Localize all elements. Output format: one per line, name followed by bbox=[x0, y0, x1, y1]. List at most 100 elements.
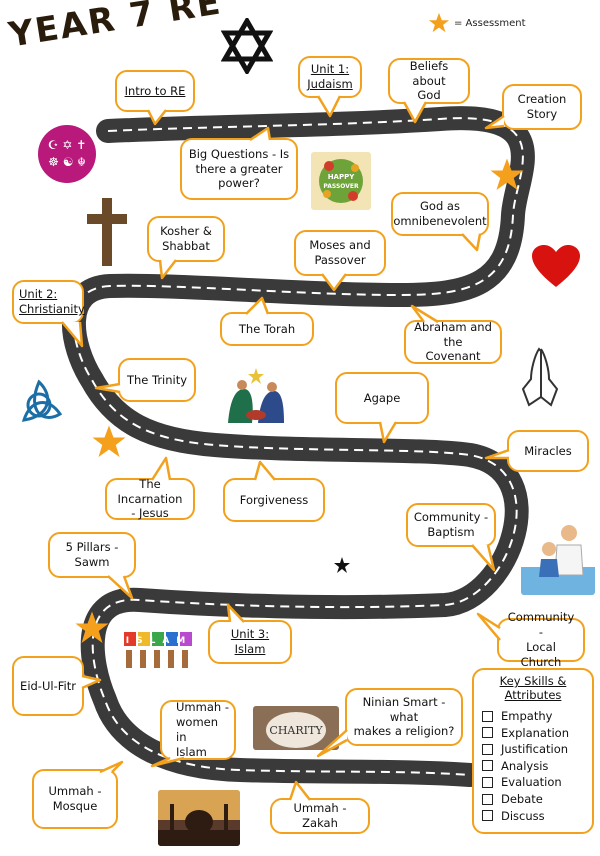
topic-label: Big Questions - Is there a greater power… bbox=[188, 146, 290, 191]
key-skill-label: Justification bbox=[501, 742, 569, 757]
charity-image: CHARITY bbox=[253, 706, 339, 750]
checkbox[interactable] bbox=[482, 710, 493, 722]
topic-label: The Torah bbox=[238, 321, 296, 336]
bubble-unit-1-judaism: Unit 1: Judaism bbox=[298, 56, 362, 98]
bubble-creation-story: Creation Story bbox=[502, 84, 582, 130]
bubble-agape: Agape bbox=[335, 372, 429, 424]
checkbox[interactable] bbox=[482, 793, 493, 805]
topic-label: Moses and Passover bbox=[309, 238, 371, 267]
topic-label: Unit 2: Christianity bbox=[19, 287, 85, 316]
topic-label: 5 Pillars - Sawm bbox=[65, 540, 119, 569]
bubble-eid-ul-fitr: Eid-Ul-Fitr bbox=[12, 656, 84, 716]
assessment-legend: = Assessment bbox=[428, 12, 526, 34]
key-skill-label: Empathy bbox=[501, 709, 553, 724]
bubble-community-local-church: Community - Local Church bbox=[497, 610, 585, 669]
happy-passover-text-2: PASSOVER bbox=[323, 183, 359, 190]
assessment-star-3 bbox=[75, 611, 109, 643]
bubble-ummah-zakah: Ummah - Zakah bbox=[270, 798, 370, 834]
crescent-star-icon bbox=[306, 541, 350, 589]
bubble-beliefs-about-god: Beliefs about God bbox=[388, 58, 470, 104]
islam-pillars-art: ISLAM bbox=[124, 632, 193, 668]
bubble-the-torah: The Torah bbox=[220, 312, 314, 346]
bubble-ummah-mosque: Ummah - Mosque bbox=[32, 769, 118, 829]
topic-label: Agape bbox=[363, 390, 401, 405]
topic-label: Ummah - Zakah bbox=[293, 801, 347, 830]
topic-label: Ummah - women in Islam bbox=[176, 700, 229, 759]
key-skill-empathy[interactable]: Empathy bbox=[482, 708, 584, 725]
topic-label: The Trinity bbox=[126, 372, 188, 387]
bubble-incarnation-jesus: The Incarnation - Jesus bbox=[105, 476, 195, 521]
legend-label: = Assessment bbox=[454, 17, 526, 29]
mosque-image-art bbox=[158, 790, 240, 846]
checkbox[interactable] bbox=[482, 743, 493, 755]
pillars-letters: ISLAM bbox=[126, 636, 193, 646]
topic-label: Kosher & Shabbat bbox=[160, 224, 212, 253]
checkbox[interactable] bbox=[482, 776, 493, 788]
nativity-image-art bbox=[228, 368, 284, 423]
bubble-unit-2-christianity: Unit 2: Christianity bbox=[12, 280, 85, 324]
topic-label: Unit 3: Islam bbox=[230, 627, 270, 656]
bubble-moses-passover: Moses and Passover bbox=[294, 230, 386, 276]
key-skill-explanation[interactable]: Explanation bbox=[482, 724, 584, 741]
passover-image: HAPPY PASSOVER bbox=[311, 152, 371, 210]
topic-label: Ummah - Mosque bbox=[48, 784, 102, 813]
star-icon bbox=[428, 12, 450, 33]
bubble-big-questions: Big Questions - Is there a greater power… bbox=[180, 138, 298, 200]
topic-label: Community - Local Church bbox=[507, 610, 575, 669]
mosque-image bbox=[158, 790, 240, 846]
nativity-image bbox=[222, 365, 290, 423]
charity-image-art: CHARITY bbox=[266, 712, 326, 748]
key-skill-analysis[interactable]: Analysis bbox=[482, 758, 584, 775]
baptism-image bbox=[521, 515, 595, 595]
key-skills-title: Key Skills & Attributes bbox=[499, 674, 567, 703]
assessment-star-1 bbox=[490, 158, 524, 190]
bubble-god-omnibenevolent: God as omnibenevolent bbox=[391, 192, 489, 236]
star-of-david-icon bbox=[221, 18, 273, 74]
charity-text: CHARITY bbox=[269, 724, 323, 737]
topic-label: Intro to RE bbox=[124, 83, 186, 98]
key-skills-box: Key Skills & Attributes Empathy Explanat… bbox=[472, 668, 594, 834]
bubble-intro-to-re: Intro to RE bbox=[115, 70, 195, 112]
key-skill-label: Discuss bbox=[501, 808, 545, 823]
topic-label: Forgiveness bbox=[239, 492, 309, 507]
checkbox[interactable] bbox=[482, 760, 493, 772]
bubble-ninian-smart: Ninian Smart - what makes a religion? bbox=[345, 688, 463, 746]
key-skill-discuss[interactable]: Discuss bbox=[482, 807, 584, 824]
bubble-ummah-women: Ummah - women in Islam bbox=[160, 700, 236, 760]
topic-label: God as omnibenevolent bbox=[393, 199, 487, 228]
topic-label: Community - Baptism bbox=[413, 510, 489, 539]
key-skill-evaluation[interactable]: Evaluation bbox=[482, 774, 584, 791]
islam-pillars-image: ISLAM bbox=[122, 626, 196, 670]
svg-text:☪ ✡ ✝: ☪ ✡ ✝ bbox=[48, 138, 87, 152]
topic-label: Unit 1: Judaism bbox=[307, 62, 353, 91]
topic-label: Abraham and the Covenant bbox=[414, 319, 492, 364]
topic-label: Ninian Smart - what makes a religion? bbox=[353, 694, 455, 739]
bubble-community-baptism: Community - Baptism bbox=[406, 503, 496, 547]
key-skill-label: Explanation bbox=[501, 725, 569, 740]
topic-label: Eid-Ul-Fitr bbox=[20, 678, 76, 693]
key-skill-label: Evaluation bbox=[501, 775, 562, 790]
bubble-forgiveness: Forgiveness bbox=[223, 478, 325, 522]
checkbox[interactable] bbox=[482, 727, 493, 739]
svg-text:☸ ☯ ☬: ☸ ☯ ☬ bbox=[48, 155, 86, 169]
bubble-5-pillars-sawm: 5 Pillars - Sawm bbox=[48, 532, 136, 578]
topic-label: Beliefs about God bbox=[409, 58, 449, 103]
assessment-star-2 bbox=[92, 425, 126, 457]
checkbox[interactable] bbox=[482, 810, 493, 822]
bubble-kosher-shabbat: Kosher & Shabbat bbox=[147, 216, 225, 262]
passover-image-art: HAPPY PASSOVER bbox=[319, 159, 363, 203]
bubble-unit-3-islam: Unit 3: Islam bbox=[208, 620, 292, 664]
baptism-image-art bbox=[521, 525, 595, 595]
triquetra-icon bbox=[21, 379, 63, 422]
bubble-abraham-covenant: Abraham and the Covenant bbox=[404, 320, 502, 364]
heart-icon bbox=[532, 245, 580, 287]
topic-label: The Incarnation - Jesus bbox=[117, 476, 183, 521]
bubble-the-trinity: The Trinity bbox=[118, 358, 196, 402]
key-skill-justification[interactable]: Justification bbox=[482, 741, 584, 758]
key-skill-debate[interactable]: Debate bbox=[482, 791, 584, 808]
happy-passover-text: HAPPY bbox=[328, 173, 356, 181]
bubble-miracles: Miracles bbox=[507, 430, 589, 472]
praying-hands-icon bbox=[521, 347, 559, 407]
